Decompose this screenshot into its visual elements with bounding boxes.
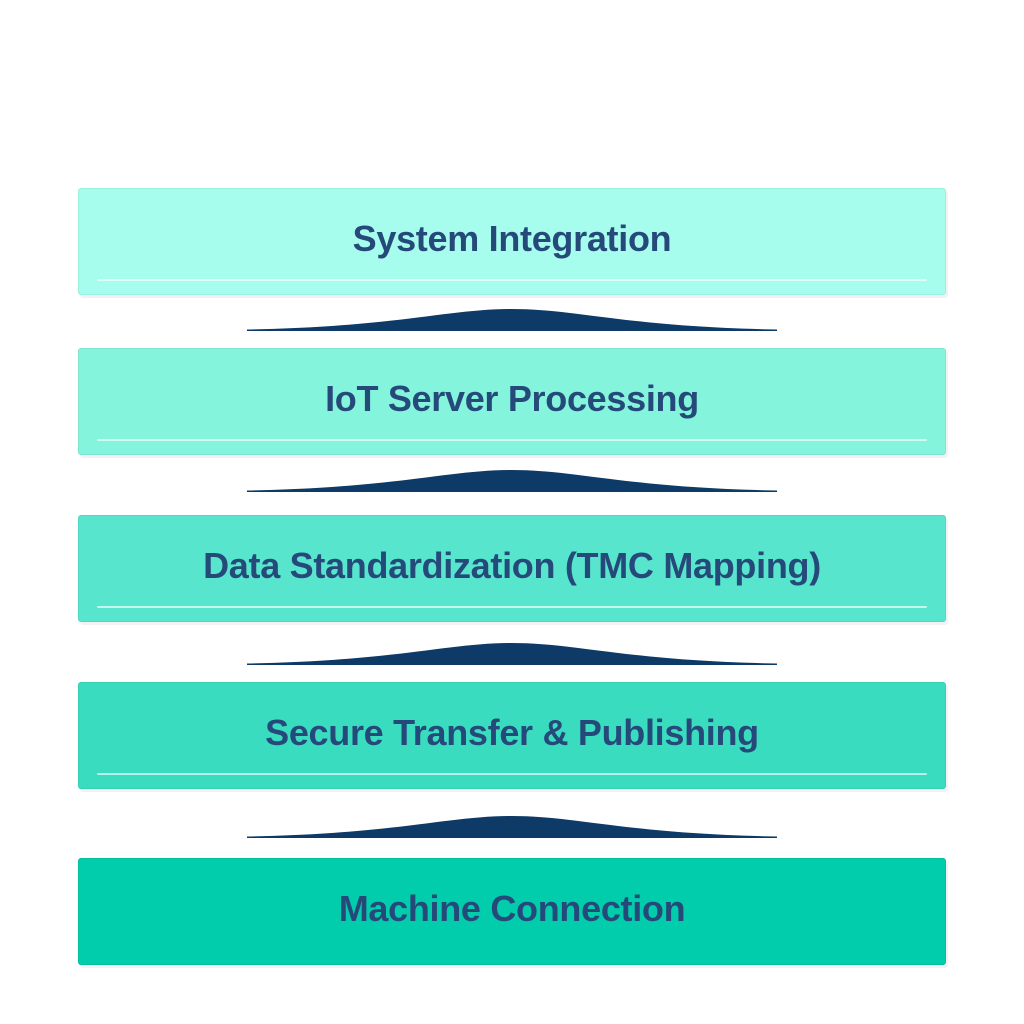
arrow-up-shape bbox=[247, 816, 777, 838]
layer-iot-server-processing: IoT Server Processing bbox=[78, 348, 946, 455]
layer-system-integration: System Integration bbox=[78, 188, 946, 295]
layer-highlight-line bbox=[97, 279, 927, 281]
layer-highlight-line bbox=[97, 439, 927, 441]
layer-highlight-line bbox=[97, 606, 927, 608]
layer-label-data-standardization: Data Standardization (TMC Mapping) bbox=[203, 544, 821, 586]
layer-data-standardization: Data Standardization (TMC Mapping) bbox=[78, 515, 946, 622]
arrow-up-shape bbox=[247, 309, 777, 331]
layer-highlight-line bbox=[97, 773, 927, 775]
layer-machine-connection: Machine Connection bbox=[78, 858, 946, 965]
layer-label-machine-connection: Machine Connection bbox=[338, 887, 686, 929]
arrow-up-shape bbox=[247, 470, 777, 492]
arrow-up-icon bbox=[247, 309, 777, 331]
arrow-up-icon bbox=[247, 816, 777, 838]
arrow-up-icon bbox=[247, 643, 777, 665]
layer-label-system-integration: System Integration bbox=[352, 217, 672, 259]
arrow-up-shape bbox=[247, 643, 777, 665]
layer-label-secure-transfer-publishing: Secure Transfer & Publishing bbox=[265, 711, 759, 753]
arrow-up-icon bbox=[247, 470, 777, 492]
layer-secure-transfer-publishing: Secure Transfer & Publishing bbox=[78, 682, 946, 789]
layer-label-iot-server-processing: IoT Server Processing bbox=[325, 377, 699, 419]
